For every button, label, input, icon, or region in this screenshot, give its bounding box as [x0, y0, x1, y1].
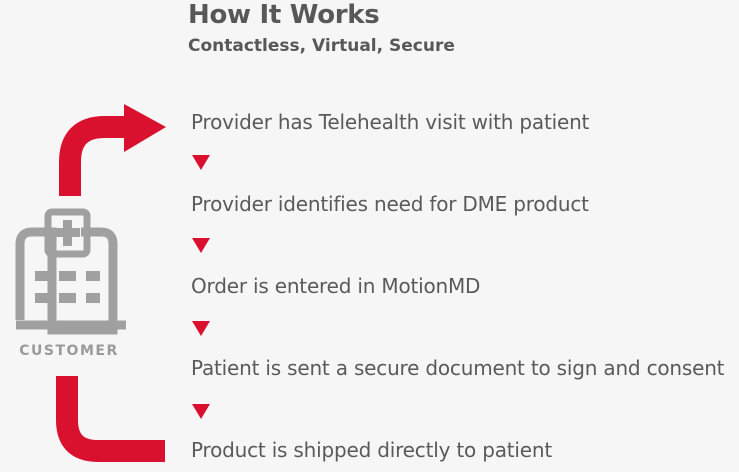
step-5-label: Product is shipped directly to patient	[191, 438, 552, 462]
top-curved-arrow	[59, 104, 166, 196]
down-triangle-icon	[192, 155, 210, 170]
down-triangle-icon	[192, 321, 210, 336]
down-triangle-icon	[192, 238, 210, 253]
step-4-label: Patient is sent a secure document to sig…	[191, 356, 725, 380]
page-subtitle: Contactless, Virtual, Secure	[188, 36, 455, 56]
step-2-label: Provider identifies need for DME product	[191, 192, 589, 216]
down-triangle-icon	[192, 404, 210, 419]
page-title: How It Works	[188, 0, 380, 30]
step-3-label: Order is entered in MotionMD	[191, 274, 481, 298]
hospital-building-icon	[15, 208, 126, 335]
step-1-label: Provider has Telehealth visit with patie…	[191, 110, 590, 134]
customer-label: CUSTOMER	[19, 343, 119, 359]
bottom-curved-line	[56, 376, 165, 462]
